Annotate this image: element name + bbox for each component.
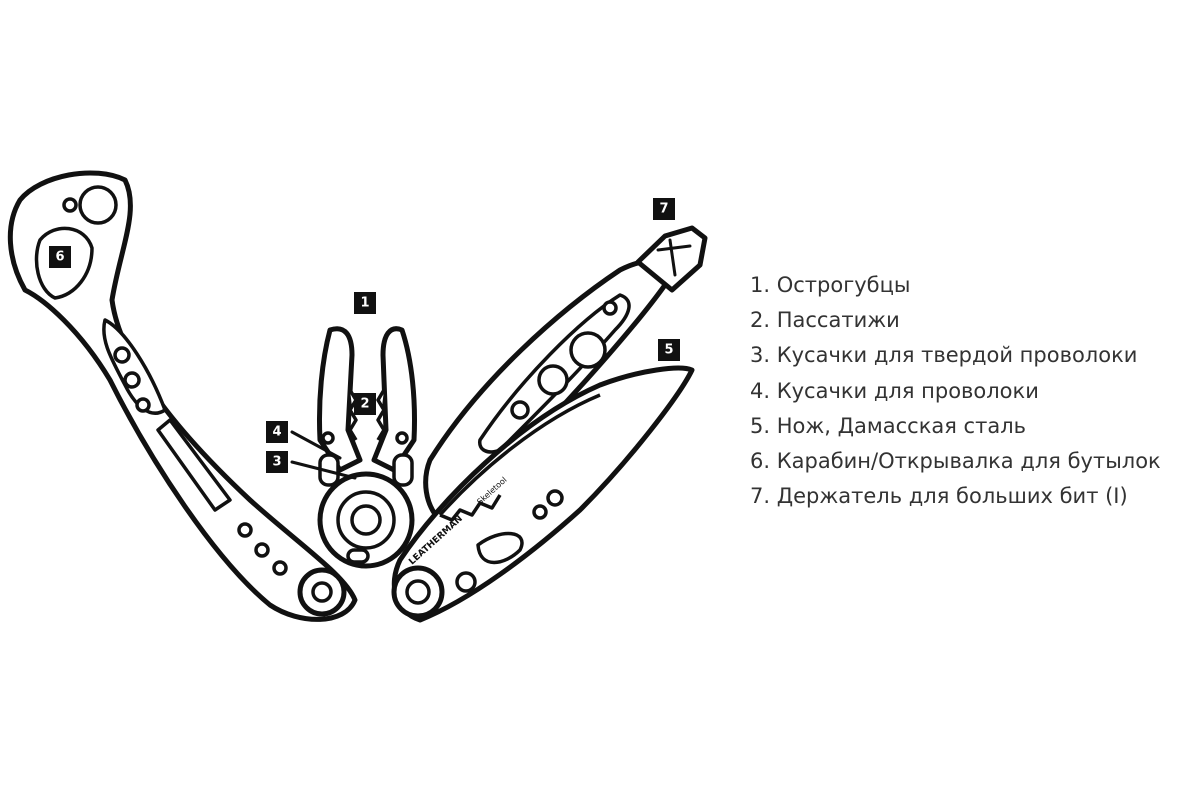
svg-text:6: 6 xyxy=(55,250,64,265)
parts-legend: 1. Острогубцы 2. Пассатижи 3. Кусачки дл… xyxy=(750,268,1161,514)
badge-4: 4 xyxy=(266,421,288,443)
center-pliers xyxy=(316,326,417,569)
legend-item-3: 3. Кусачки для твердой проволоки xyxy=(750,343,1138,368)
knife-blade: LEATHERMAN Skeletool xyxy=(391,365,695,623)
badge-3: 3 xyxy=(266,451,288,473)
svg-text:1: 1 xyxy=(360,296,369,311)
legend-item-1: 1. Острогубцы xyxy=(750,273,911,297)
badge-7: 7 xyxy=(653,198,675,220)
left-handle-carabiner xyxy=(7,170,358,622)
svg-text:5: 5 xyxy=(664,343,673,358)
badge-6: 6 xyxy=(49,246,71,268)
multitool-diagram: LEATHERMAN Skeletool 1 2 3 4 5 6 7 xyxy=(7,170,708,623)
svg-text:3: 3 xyxy=(272,455,281,470)
leader-line-3 xyxy=(290,460,357,480)
badge-2: 2 xyxy=(354,393,376,415)
leader-line-4 xyxy=(290,430,342,460)
legend-item-7: 7. Держатель для больших бит (I) xyxy=(750,484,1128,509)
svg-text:2: 2 xyxy=(360,397,369,412)
svg-text:7: 7 xyxy=(659,202,668,217)
legend-item-5: 5. Нож, Дамасская сталь xyxy=(750,413,1027,438)
legend-item-6: 6. Карабин/Открывалка для бутылок xyxy=(750,449,1161,474)
badge-5: 5 xyxy=(658,339,680,361)
legend-item-2: 2. Пассатижи xyxy=(750,308,900,333)
svg-text:4: 4 xyxy=(272,425,281,440)
badge-1: 1 xyxy=(354,292,376,314)
legend-item-4: 4. Кусачки для проволоки xyxy=(750,378,1039,403)
